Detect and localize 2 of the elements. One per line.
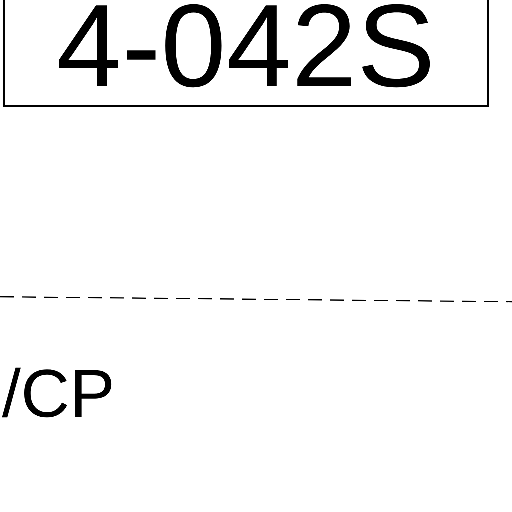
label-text: /CP bbox=[2, 368, 112, 418]
part-number-box: 4-042S bbox=[3, 0, 490, 107]
